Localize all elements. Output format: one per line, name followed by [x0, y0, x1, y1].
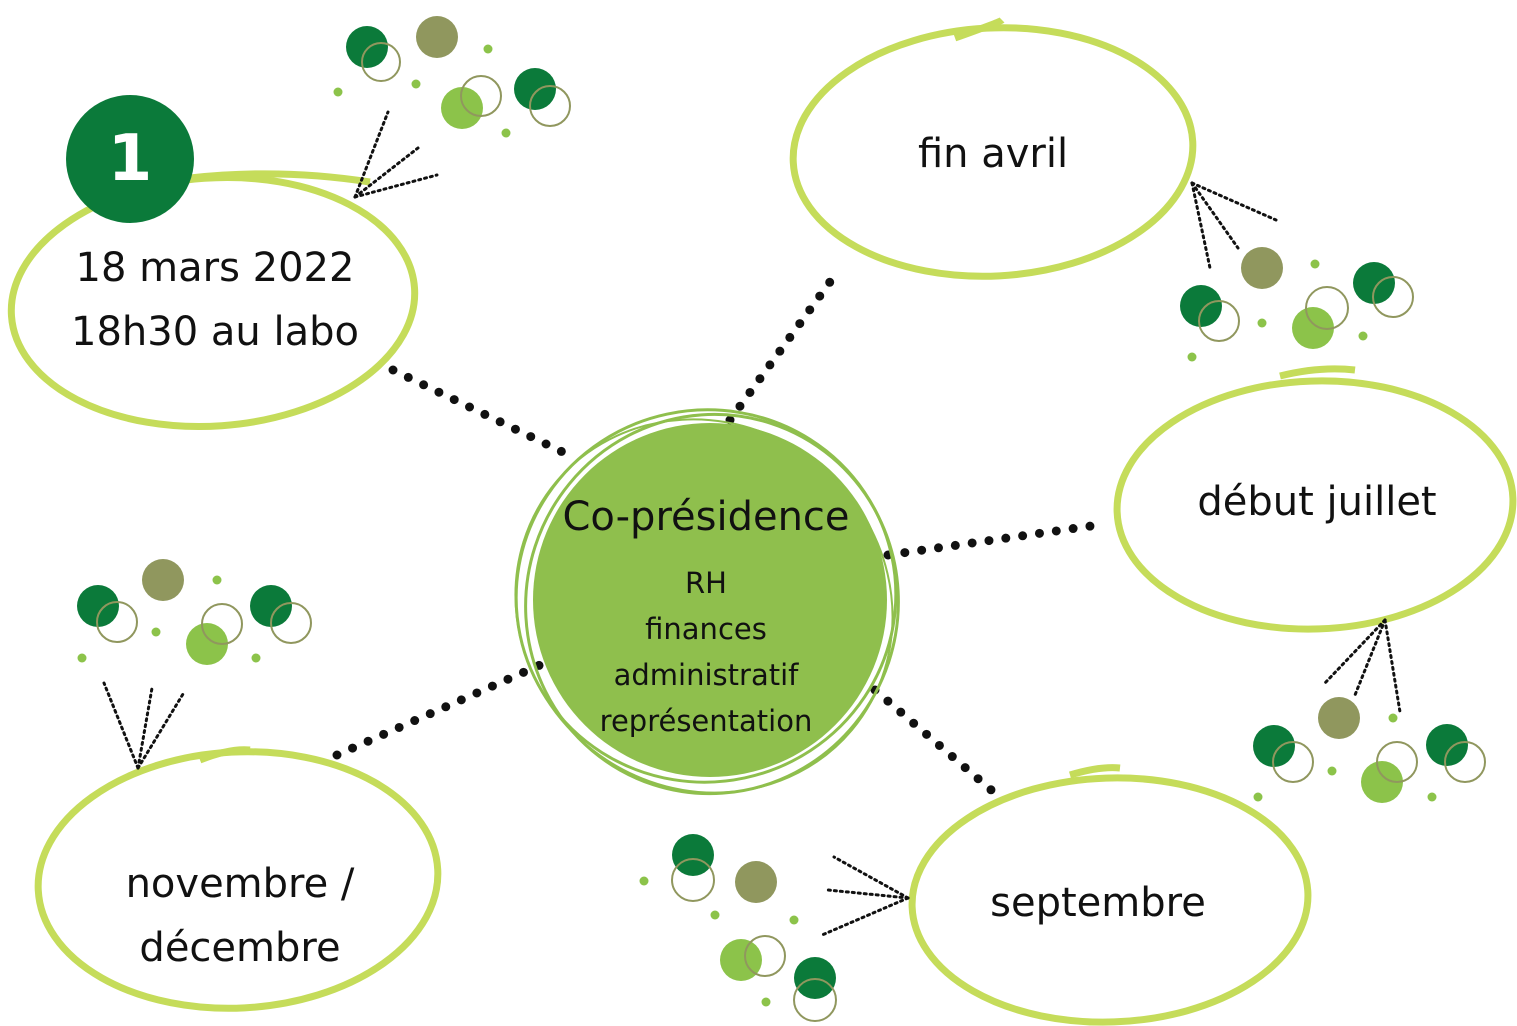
decor-rays: [102, 110, 1402, 937]
node-novembre: novembre / décembre: [70, 852, 410, 980]
rays-top-left: [353, 110, 439, 199]
center-item: administratif: [613, 658, 799, 692]
center-item: finances: [645, 612, 767, 646]
center-node-text: Co-présidence RH finances administratif …: [516, 494, 896, 744]
connectors: [332, 270, 1110, 800]
decor-cluster-right-upper: [1180, 247, 1414, 362]
node-juillet-label: début juillet: [1197, 479, 1437, 525]
connector-septembre: [870, 685, 1002, 800]
center-title: Co-présidence: [562, 494, 850, 540]
center-item: représentation: [599, 704, 813, 738]
number-badge: [66, 95, 194, 223]
oval-mars: [7, 170, 419, 430]
node-novembre-line1: novembre /: [125, 861, 355, 907]
rays-novembre: [102, 681, 185, 770]
node-novembre-line2: décembre: [139, 925, 341, 971]
number-badge-label: 1: [107, 122, 153, 196]
node-septembre-label: septembre: [990, 880, 1206, 926]
connector-novembre: [332, 660, 545, 760]
rays-avril: [1190, 181, 1278, 270]
oval-juillet: [1113, 365, 1517, 633]
connector-juillet: [883, 519, 1110, 560]
decor-cluster-top-left: [333, 16, 571, 138]
node-ovals: [7, 17, 1517, 1026]
oval-avril: [789, 17, 1197, 280]
decor-cluster-right-lower: [1253, 697, 1486, 803]
node-mars: 18 mars 2022 18h30 au labo: [30, 236, 400, 364]
connector-avril: [725, 270, 840, 425]
connector-mars: [388, 365, 580, 463]
decor-cluster-bottom-middle: [639, 834, 837, 1022]
oval-novembre: [34, 746, 442, 1012]
node-mars-date: 18 mars 2022: [75, 245, 355, 291]
center-node: [514, 408, 900, 796]
node-avril-label: fin avril: [917, 131, 1069, 177]
node-mars-time: 18h30 au labo: [71, 309, 359, 355]
decor-cluster-left: [77, 559, 312, 665]
rays-septembre: [820, 855, 910, 937]
center-item: RH: [685, 566, 727, 600]
rays-juillet: [1323, 618, 1402, 714]
node-septembre: septembre: [948, 871, 1248, 935]
node-avril: fin avril: [843, 122, 1143, 186]
oval-septembre: [908, 764, 1312, 1026]
node-juillet: début juillet: [1137, 470, 1497, 534]
